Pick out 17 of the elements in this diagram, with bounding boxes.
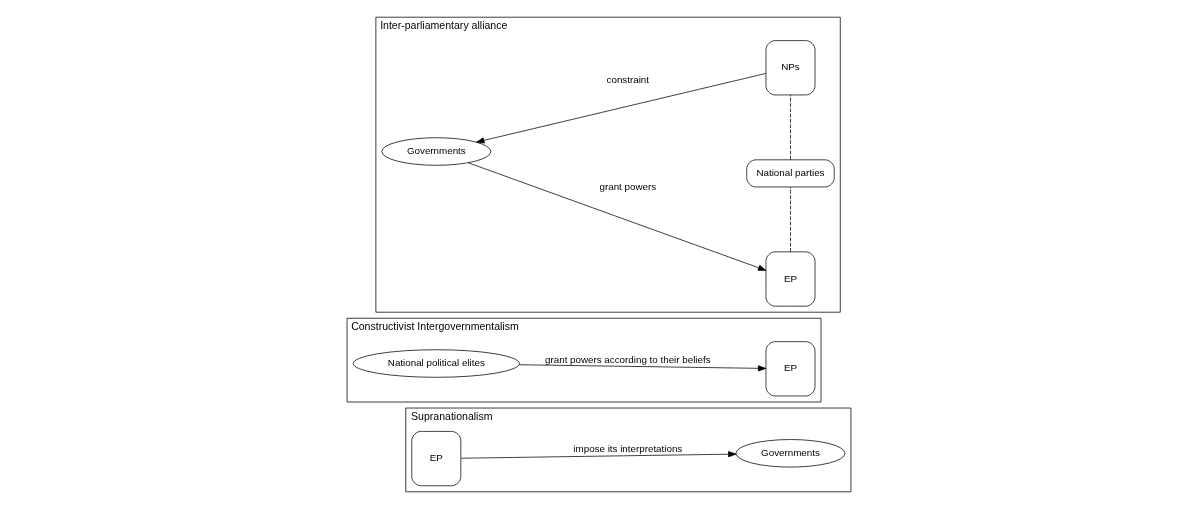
arrow xyxy=(468,162,767,271)
node-box: NPs xyxy=(765,40,816,96)
node-ellipse: Governments xyxy=(735,439,846,468)
arrow xyxy=(518,364,767,372)
node-box: EP xyxy=(765,251,816,307)
arrow xyxy=(476,73,767,144)
node-box: EP xyxy=(411,431,462,487)
node-box: National parties xyxy=(746,159,835,188)
node-ellipse: National political elites xyxy=(352,349,520,378)
arrow xyxy=(460,451,737,459)
edge-label: grant powers xyxy=(599,181,657,193)
node-box: EP xyxy=(765,341,816,397)
edge-label: impose its interpretations xyxy=(573,443,683,455)
connector xyxy=(790,186,791,253)
edge-label: constraint xyxy=(606,74,650,86)
connector xyxy=(790,94,791,161)
edge-label: grant powers according to their beliefs xyxy=(545,354,711,366)
